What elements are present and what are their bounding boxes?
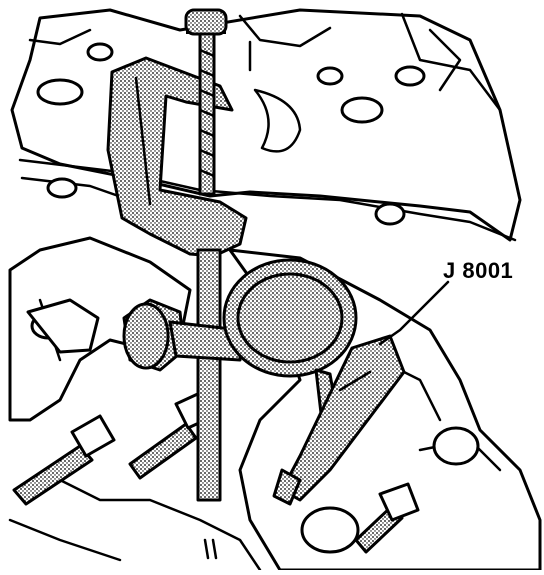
cylinder-head-casting (10, 8, 522, 242)
tool-callout-label: J 8001 (443, 258, 514, 283)
dial-indicator (122, 258, 358, 424)
cylinder-head-stud-right (354, 482, 420, 554)
callout-leader-line (378, 280, 450, 346)
c-clamp (106, 8, 248, 258)
dial-indicator-rod (196, 248, 222, 502)
j-8001-adapter (272, 334, 406, 506)
cylinder-head-stud-left (12, 414, 116, 506)
